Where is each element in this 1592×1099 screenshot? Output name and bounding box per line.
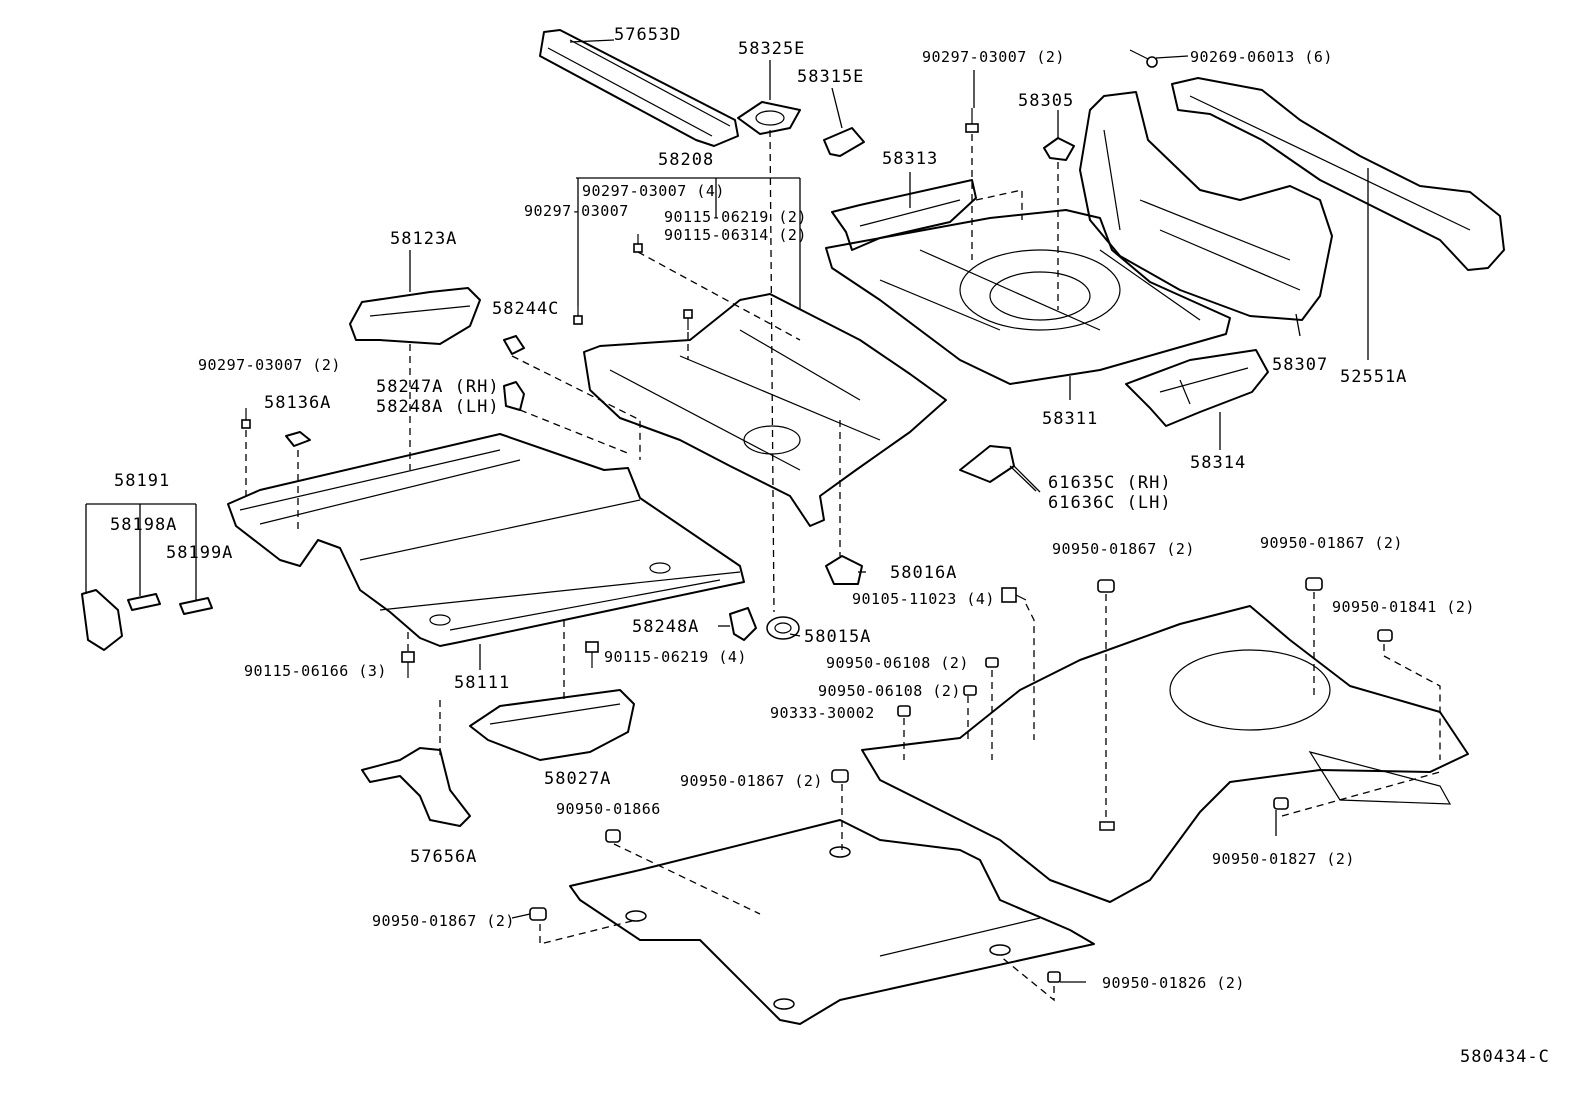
label-58314: 58314 [1190,453,1247,473]
label-90297-03007-4: 90297-03007 (4) [582,182,725,200]
part-58314 [1125,349,1269,427]
part-58208-center-floor [583,293,947,527]
part-58311-rear-floor [825,209,1231,385]
label-58027A: 58027A [544,769,612,789]
label-58315E: 58315E [797,67,865,87]
label-90950-01867-2-c: 90950-01867 (2) [680,772,823,790]
label-90950-06108-2-b: 90950-06108 (2) [818,682,961,700]
label-52551A: 52551A [1340,367,1408,387]
label-90269-06013-6: 90269-06013 (6) [1190,48,1333,66]
part-58016A [825,555,863,585]
part-58325E [737,101,801,135]
label-90115-06314-2: 90115-06314 (2) [664,226,807,244]
label-61636C-lh: 61636C (LH) [1048,493,1172,513]
part-52551A [1171,77,1505,271]
part-58027A [469,689,635,761]
label-90950-01827-2: 90950-01827 (2) [1212,850,1355,868]
bolt-90105-11023 [1001,587,1027,603]
label-90297-03007-2-top: 90297-03007 (2) [922,48,1065,66]
label-58191: 58191 [114,471,171,491]
label-90297-03007-2-left: 90297-03007 (2) [198,356,341,374]
bolt-90269-06013 [1129,49,1158,68]
label-58313: 58313 [882,149,939,169]
label-90105-11023-4: 90105-11023 (4) [852,590,995,608]
label-90950-01867-2-b: 90950-01867 (2) [1260,534,1403,552]
clip-90950-01841 [1377,629,1393,642]
bolt-90297-03007-top [965,108,979,133]
part-58111-front-floor [227,433,745,647]
part-58136A [285,431,311,447]
bolt-90297-03007-left [241,408,251,429]
part-58305 [1043,137,1075,161]
label-58199A: 58199A [166,543,234,563]
label-90950-01841-2: 90950-01841 (2) [1332,598,1475,616]
leader-lines [85,39,1369,983]
label-58311: 58311 [1042,409,1099,429]
bolt-90115-06166 [401,651,415,678]
label-90115-06219-4: 90115-06219 (4) [604,648,747,666]
label-58325E: 58325E [738,39,806,59]
part-58199A [179,597,213,615]
label-90297-03007: 90297-03007 [524,202,629,220]
label-90950-01866: 90950-01866 [556,800,661,818]
label-90115-06166-3: 90115-06166 (3) [244,662,387,680]
bolt-90297-03007-center [573,306,583,325]
clip-90333-30002 [897,705,911,717]
label-90950-06108-2-a: 90950-06108 (2) [826,654,969,672]
clip-90950-06108-b [963,685,977,696]
label-61635C-rh: 61635C (RH) [1048,473,1172,493]
part-58244C [503,335,525,355]
part-58315E [823,127,865,157]
clip-90950-01867-b [1305,577,1323,591]
clip-90950-06108-a [985,657,999,668]
label-58198A: 58198A [110,515,178,535]
label-58248A: 58248A [632,617,700,637]
label-58247A-rh: 58247A (RH) [376,377,500,397]
part-58248A [729,607,757,641]
label-90333-30002: 90333-30002 [770,704,875,722]
label-90950-01867-2-d: 90950-01867 (2) [372,912,515,930]
label-90950-01826-2: 90950-01826 (2) [1102,974,1245,992]
bolt-90297-03007-4 [633,234,643,253]
clip-90950-01867-d [529,907,547,921]
part-58198A [127,593,161,611]
clip-90950-01867-c [831,769,849,783]
clip-90950-01867-a [1097,579,1115,593]
label-58208: 58208 [658,150,715,170]
part-58307-rear-panel [1079,91,1333,321]
part-58015A [766,616,800,640]
label-58123A: 58123A [390,229,458,249]
diagram-code: 580434-C [1460,1047,1550,1067]
assembly-dashed-lines [245,129,1441,1002]
label-58305: 58305 [1018,91,1075,111]
part-58313 [831,179,977,251]
label-58136A: 58136A [264,393,332,413]
label-90115-06219-2: 90115-06219 (2) [664,208,807,226]
label-58307: 58307 [1272,355,1329,375]
part-rear-silencer-pad [861,605,1469,903]
label-58111: 58111 [454,673,511,693]
label-58244C: 58244C [492,299,560,319]
clip-90950-01827 [1273,797,1289,810]
label-58016A: 58016A [890,563,958,583]
part-58191-bracket [81,589,123,651]
bolt-90115-06219-2 [683,309,693,330]
label-57653D: 57653D [614,25,682,45]
part-58123A [349,287,481,345]
part-front-silencer-pad [569,819,1095,1025]
part-57653D [539,29,739,147]
clip-90950-01866 [605,829,621,843]
part-61635C [959,445,1015,483]
label-58015A: 58015A [804,627,872,647]
label-90950-01867-2-a: 90950-01867 (2) [1052,540,1195,558]
bolt-90115-06219 [585,641,599,668]
label-57656A: 57656A [410,847,478,867]
label-58248A-lh: 58248A (LH) [376,397,500,417]
part-58247A [503,381,525,411]
part-57656A [361,747,471,827]
clip-90950-01826 [1047,971,1061,983]
